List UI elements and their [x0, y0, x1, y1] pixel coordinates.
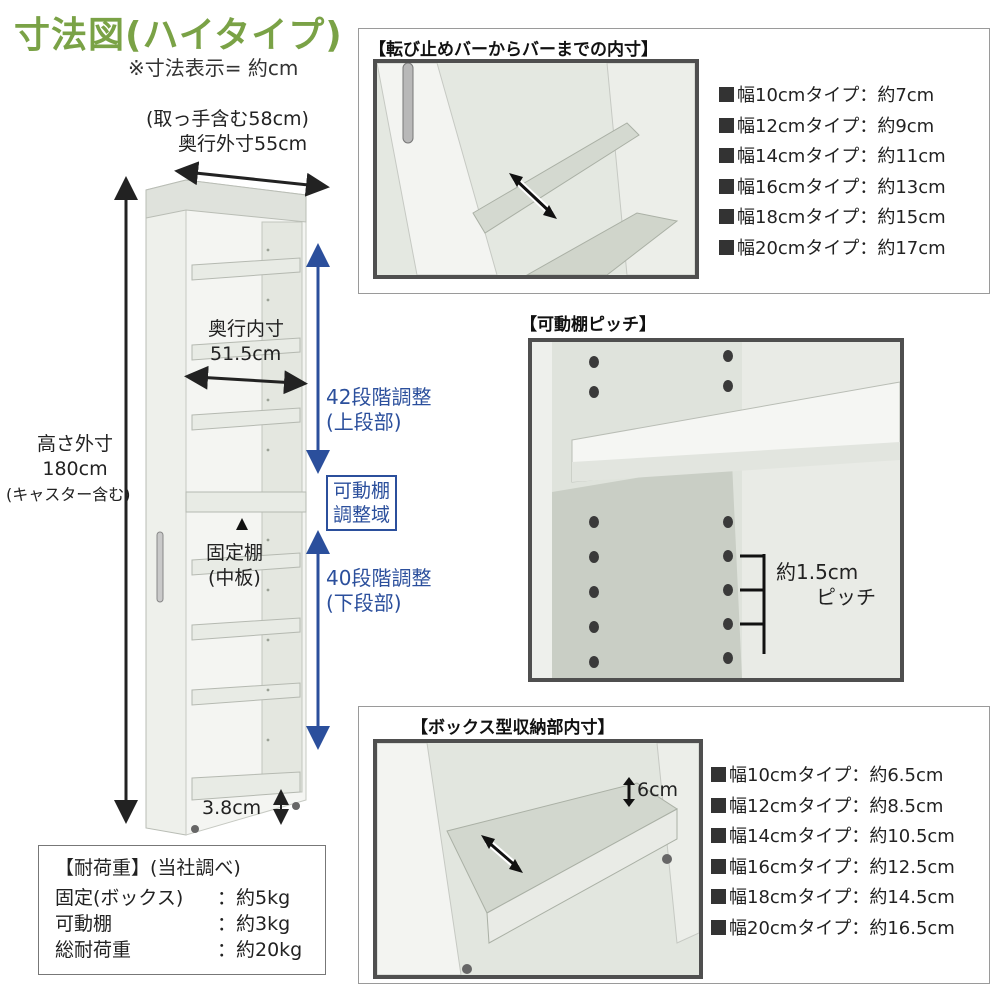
spec-text: 幅14cmタイプ：約10.5cm [729, 826, 955, 847]
box-photo: 6cm [373, 739, 703, 979]
box-panel-title: 【ボックス型収納部内寸】 [411, 718, 615, 738]
bullet-square-icon [719, 117, 734, 133]
pitch-panel-title: 【可動棚ピッチ】 [520, 315, 656, 335]
bullet-square-icon [711, 919, 726, 935]
inner-depth-value: 51.5cm [210, 343, 282, 365]
rack-illustration [114, 161, 330, 836]
outer-depth-label: 奥行外寸55cm [178, 133, 308, 155]
load-row-value: ：約5kg [217, 887, 291, 909]
spec-item: 幅14cmタイプ：約10.5cm [711, 822, 955, 853]
load-capacity-box: 【耐荷重】(当社調べ) 固定(ボックス) ：約5kg 可動棚 ：約3kg 総耐荷… [38, 845, 326, 975]
lower-adjust-label: 40段階調整 [326, 566, 432, 590]
bar-photo-drawing [377, 63, 695, 275]
page-title: 寸法図(ハイタイプ) [14, 15, 343, 56]
bullet-square-icon [719, 178, 734, 194]
pitch-label: 約1.5cm ピッチ [776, 560, 876, 610]
spec-item: 幅16cmタイプ：約12.5cm [711, 853, 955, 884]
box-dimension-panel: 【ボックス型収納部内寸】 6cm 幅10cmタイプ：約6.5cm 幅12cmタイ… [358, 706, 990, 984]
spec-item: 幅12cmタイプ：約9cm [719, 112, 946, 143]
handle-depth-label: (取っ手含む58cm) [146, 108, 309, 130]
load-row-value: ：約20kg [217, 939, 303, 961]
load-row-value: ：約3kg [217, 913, 291, 935]
spec-item: 幅20cmタイプ：約16.5cm [711, 914, 955, 945]
box-height-label: 6cm [637, 779, 679, 801]
spec-item: 幅16cmタイプ：約13cm [719, 173, 946, 204]
bullet-square-icon [711, 828, 726, 843]
middle-board-label: (中板) [208, 567, 261, 589]
load-row-label: 可動棚 [55, 913, 113, 935]
height-note: (キャスター含む) [6, 485, 131, 504]
spec-text: 幅12cmタイプ：約8.5cm [729, 795, 944, 817]
pitch-photo: 約1.5cm ピッチ [528, 338, 904, 682]
pitch-text: ピッチ [816, 585, 876, 609]
spec-item: 幅10cmタイプ：約6.5cm [711, 761, 955, 792]
spec-text: 幅18cmタイプ：約14.5cm [729, 887, 955, 908]
spec-text: 幅16cmタイプ：約12.5cm [729, 856, 955, 878]
bar-photo [373, 59, 699, 279]
bullet-square-icon [719, 148, 734, 163]
upper-part-label: (上段部) [326, 410, 402, 434]
spec-text: 幅18cmタイプ：約15cm [737, 207, 946, 228]
adjust-area-box: 可動棚 調整域 [326, 475, 398, 531]
bullet-square-icon [711, 889, 726, 904]
spec-text: 幅14cmタイプ：約11cm [737, 146, 946, 167]
bullet-square-icon [719, 87, 734, 102]
height-value: 180cm [42, 458, 108, 480]
spec-item: 幅12cmタイプ：約8.5cm [711, 792, 955, 823]
caster-gap-label: 3.8cm [202, 797, 262, 819]
spec-item: 幅18cmタイプ：約15cm [719, 203, 946, 234]
box-photo-drawing [377, 743, 699, 975]
bullet-square-icon [711, 797, 726, 813]
bullet-square-icon [711, 858, 726, 874]
adjust-area-line-2: 調整域 [333, 504, 391, 526]
spec-text: 幅20cmタイプ：約17cm [737, 237, 946, 259]
inner-depth-label: 奥行内寸 [208, 318, 285, 340]
height-label: 高さ外寸 [36, 433, 113, 455]
bar-spec-list: 幅10cmタイプ：約7cm 幅12cmタイプ：約9cm 幅14cmタイプ：約11… [719, 81, 946, 264]
upper-adjust-label: 42段階調整 [326, 385, 432, 409]
load-row-label: 総耐荷重 [55, 939, 132, 961]
lower-part-label: (下段部) [326, 591, 402, 615]
bullet-square-icon [711, 767, 726, 782]
spec-text: 幅10cmタイプ：約7cm [737, 85, 935, 106]
bullet-square-icon [719, 209, 734, 224]
load-row-label: 固定(ボックス) [55, 887, 184, 909]
spec-text: 幅10cmタイプ：約6.5cm [729, 765, 944, 786]
spec-item: 幅18cmタイプ：約14.5cm [711, 883, 955, 914]
spec-text: 幅12cmタイプ：約9cm [737, 115, 935, 137]
adjust-area-line-1: 可動棚 [333, 480, 391, 502]
bar-dimension-panel: 【転び止めバーからバーまでの内寸】 幅10cmタイプ：約7cm 幅12cmタイプ… [358, 28, 990, 294]
spec-text: 幅20cmタイプ：約16.5cm [729, 917, 955, 939]
bar-panel-title: 【転び止めバーからバーまでの内寸】 [369, 40, 658, 60]
spec-item: 幅10cmタイプ：約7cm [719, 81, 946, 112]
bullet-square-icon [719, 239, 734, 255]
unit-note: ※寸法表示= 約cm [128, 56, 299, 80]
box-spec-list: 幅10cmタイプ：約6.5cm 幅12cmタイプ：約8.5cm 幅14cmタイプ… [711, 761, 955, 944]
spec-item: 幅14cmタイプ：約11cm [719, 142, 946, 173]
load-capacity-title: 【耐荷重】(当社調べ) [55, 857, 241, 879]
fixed-shelf-label: 固定棚 [206, 542, 264, 564]
spec-text: 幅16cmタイプ：約13cm [737, 176, 946, 198]
pitch-photo-drawing [532, 342, 900, 678]
pitch-value: 約1.5cm [776, 560, 859, 584]
spec-item: 幅20cmタイプ：約17cm [719, 234, 946, 265]
